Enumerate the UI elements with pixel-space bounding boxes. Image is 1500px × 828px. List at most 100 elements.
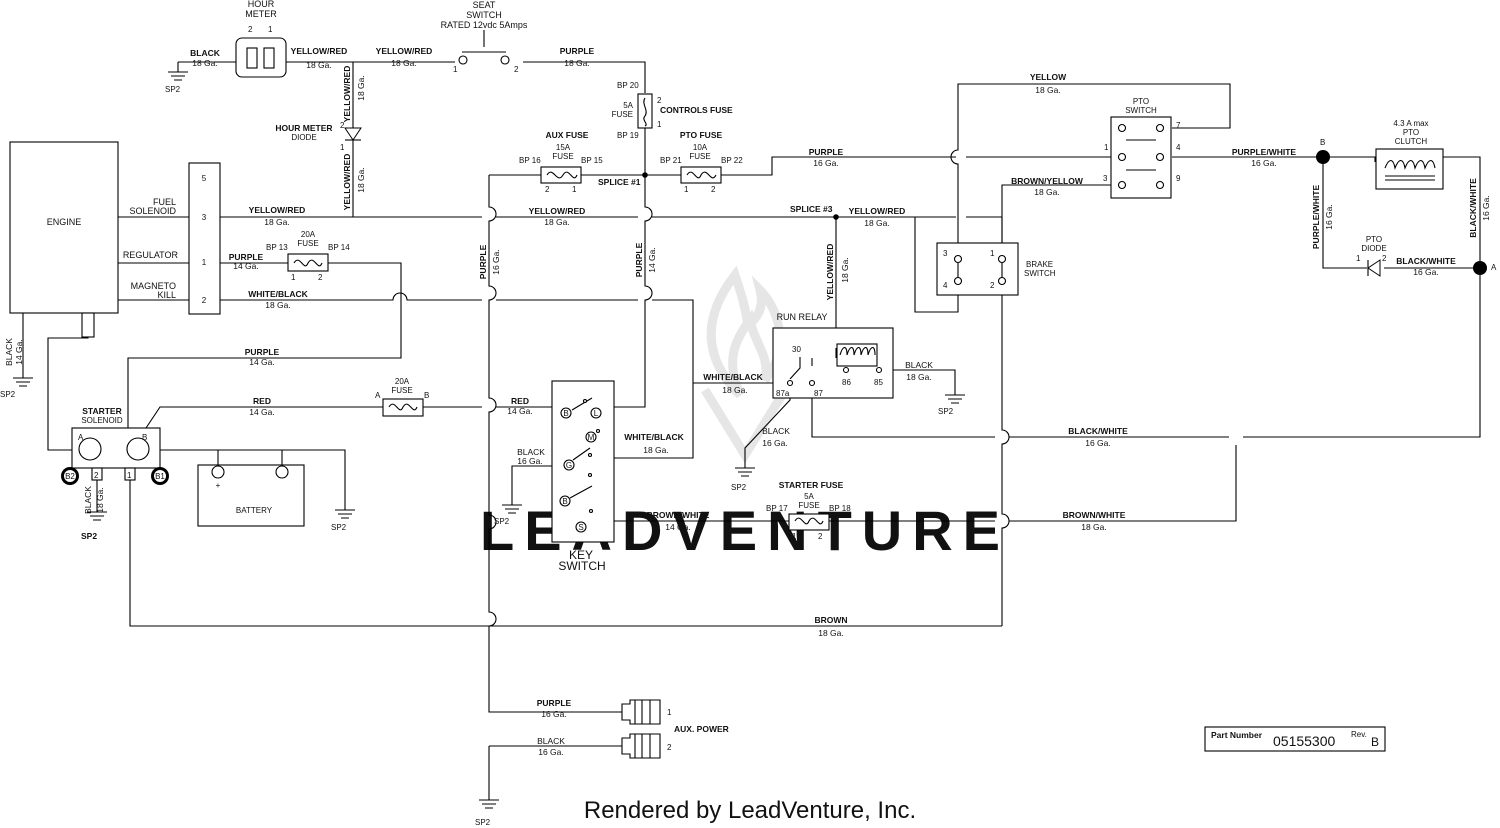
node-b: B [1316, 138, 1330, 164]
svg-text:14 Ga.: 14 Ga. [647, 247, 657, 273]
svg-text:B1: B1 [155, 472, 165, 481]
svg-text:PURPLE/WHITE: PURPLE/WHITE [1311, 185, 1321, 250]
svg-text:YELLOW/RED: YELLOW/RED [291, 46, 348, 56]
svg-text:18 Ga.: 18 Ga. [356, 75, 366, 101]
svg-text:2: 2 [990, 281, 995, 290]
ground-engine: SP2 [0, 377, 33, 399]
ground-battery: SP2 [331, 509, 355, 532]
controls-fuse: BP 20 2 1 5A FUSE CONTROLS FUSE BP 19 [612, 81, 733, 140]
svg-text:BROWN/WHITE: BROWN/WHITE [1063, 510, 1126, 520]
svg-text:1: 1 [291, 273, 296, 282]
svg-text:18 Ga.: 18 Ga. [265, 300, 291, 310]
svg-text:18 Ga.: 18 Ga. [906, 372, 932, 382]
ground-key-switch: SP2 [494, 504, 522, 526]
svg-text:BRAKE: BRAKE [1026, 260, 1053, 269]
svg-text:SOLENOID: SOLENOID [129, 206, 176, 216]
svg-text:A: A [375, 391, 381, 400]
svg-text:YELLOW/RED: YELLOW/RED [825, 244, 835, 301]
svg-text:PURPLE: PURPLE [245, 347, 280, 357]
svg-text:1: 1 [127, 471, 132, 480]
svg-text:1: 1 [684, 185, 689, 194]
svg-text:BLACK: BLACK [4, 338, 14, 366]
svg-text:18 Ga.: 18 Ga. [564, 58, 590, 68]
svg-text:BROWN/WHITE: BROWN/WHITE [647, 510, 710, 520]
svg-text:BP 21: BP 21 [660, 156, 682, 165]
starter-fuse: STARTER FUSE 5A FUSE BP 17 BP 18 1 2 [766, 480, 851, 541]
splice-1: SPLICE #1 [598, 172, 648, 187]
svg-text:B: B [1320, 138, 1325, 147]
wire-labels: BLACK 18 Ga. YELLOW/RED 18 Ga. YELLOW/RE… [4, 46, 1491, 757]
svg-text:16 Ga.: 16 Ga. [1324, 204, 1334, 230]
engine: ENGINE FUEL SOLENOID REGULATOR MAGNETO K… [9, 141, 190, 338]
svg-text:SP2: SP2 [494, 517, 510, 526]
svg-text:CONTROLS FUSE: CONTROLS FUSE [660, 105, 733, 115]
svg-text:1: 1 [792, 532, 797, 541]
svg-text:2: 2 [202, 296, 207, 305]
svg-text:18 Ga.: 18 Ga. [722, 385, 748, 395]
svg-text:METER: METER [245, 9, 277, 19]
svg-text:AUX FUSE: AUX FUSE [546, 130, 589, 140]
svg-text:1: 1 [1104, 143, 1109, 152]
svg-text:HOUR: HOUR [248, 0, 275, 9]
svg-text:M: M [588, 433, 595, 442]
starter-solenoid: STARTER SOLENOID A B 2 1 B2 B1 [61, 406, 169, 485]
svg-text:16 Ga.: 16 Ga. [1085, 438, 1111, 448]
pto-clutch: 4.3 A max PTO CLUTCH [1375, 119, 1444, 190]
svg-text:18 Ga.: 18 Ga. [192, 58, 218, 68]
svg-text:PURPLE: PURPLE [634, 242, 644, 277]
svg-text:HOUR METER: HOUR METER [275, 123, 332, 133]
svg-text:18 Ga.: 18 Ga. [840, 257, 850, 283]
svg-text:FUSE: FUSE [689, 152, 710, 161]
svg-text:BP 15: BP 15 [581, 156, 603, 165]
svg-text:3: 3 [943, 249, 948, 258]
svg-text:14 Ga.: 14 Ga. [665, 522, 691, 532]
svg-text:BROWN/YELLOW: BROWN/YELLOW [1011, 176, 1084, 186]
svg-text:1: 1 [990, 249, 995, 258]
pto-switch: PTO SWITCH 1 3 7 4 9 [1103, 97, 1181, 199]
svg-text:B: B [424, 391, 429, 400]
svg-text:YELLOW/RED: YELLOW/RED [342, 66, 352, 123]
svg-text:G: G [566, 461, 572, 470]
svg-text:1: 1 [667, 708, 672, 717]
svg-text:18 Ga.: 18 Ga. [1035, 85, 1061, 95]
svg-text:14 Ga.: 14 Ga. [233, 261, 259, 271]
ground-aux-power: SP2 [475, 799, 499, 827]
svg-text:BP 20: BP 20 [617, 81, 639, 90]
svg-text:2: 2 [657, 96, 662, 105]
svg-text:5A: 5A [623, 101, 633, 110]
svg-text:SP2: SP2 [165, 85, 181, 94]
svg-text:2: 2 [818, 532, 823, 541]
svg-text:5A: 5A [804, 492, 814, 501]
svg-text:BP 13: BP 13 [266, 243, 288, 252]
svg-text:PTO: PTO [1133, 97, 1149, 106]
svg-text:2: 2 [711, 185, 716, 194]
svg-text:30: 30 [792, 345, 801, 354]
svg-text:1: 1 [657, 120, 662, 129]
svg-text:B: B [563, 409, 568, 418]
svg-text:A: A [1491, 263, 1497, 272]
fuse-20a-starter: 20A FUSE A B [375, 377, 429, 417]
svg-text:16 Ga.: 16 Ga. [1481, 195, 1491, 221]
svg-text:15A: 15A [556, 143, 571, 152]
svg-text:5: 5 [202, 174, 207, 183]
svg-text:18 Ga.: 18 Ga. [818, 628, 844, 638]
svg-text:YELLOW/RED: YELLOW/RED [342, 154, 352, 211]
svg-text:14 Ga.: 14 Ga. [507, 406, 533, 416]
svg-text:2: 2 [667, 743, 672, 752]
svg-text:18 Ga.: 18 Ga. [356, 167, 366, 193]
fuse-20a-regulator: 20A FUSE BP 13 BP 14 1 2 [266, 230, 350, 282]
svg-text:SEAT: SEAT [473, 0, 496, 10]
svg-text:S: S [578, 523, 583, 532]
svg-text:FUSE: FUSE [798, 501, 819, 510]
svg-text:2: 2 [340, 121, 345, 130]
svg-text:PTO: PTO [1366, 235, 1382, 244]
svg-text:PURPLE/WHITE: PURPLE/WHITE [1232, 147, 1297, 157]
svg-text:KEY: KEY [569, 548, 593, 562]
svg-text:1: 1 [268, 25, 273, 34]
svg-text:PURPLE: PURPLE [229, 252, 264, 262]
svg-text:18 Ga.: 18 Ga. [1081, 522, 1107, 532]
svg-text:BLACK: BLACK [905, 360, 933, 370]
ground-symbols: SP2 SP2 SP2 SP2 SP2 SP2 SP2 SP2 [0, 71, 965, 827]
svg-text:1: 1 [340, 143, 345, 152]
